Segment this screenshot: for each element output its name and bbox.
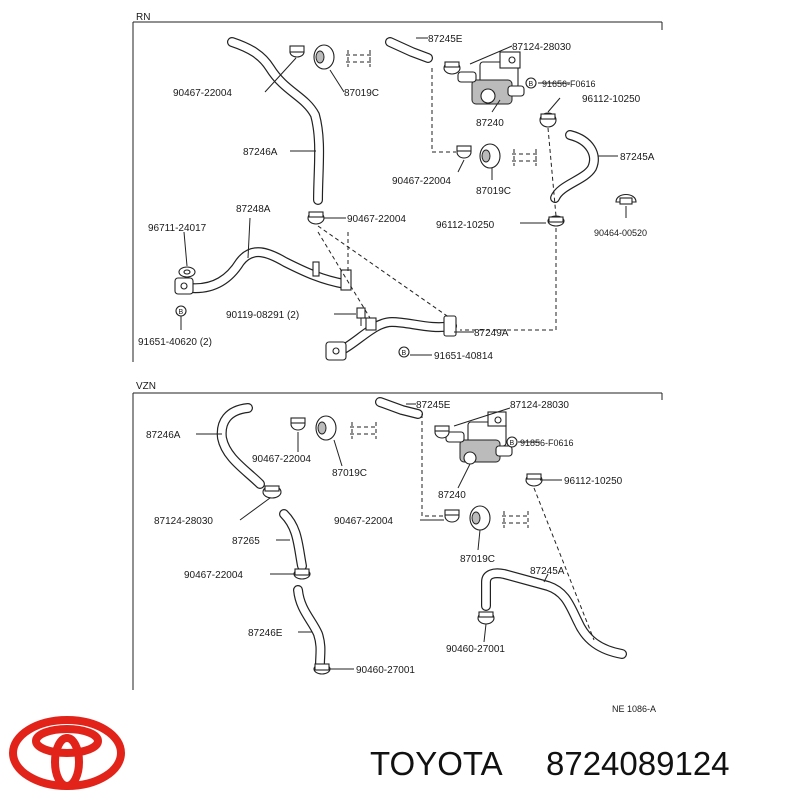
section-label-rn: RN [136, 12, 150, 23]
rn-label-90467-22004-c: 90467-22004 [347, 214, 406, 225]
vzn-label-87245e: 87245E [416, 400, 451, 411]
rn-label-87019c-a: 87019C [344, 88, 379, 99]
vzn-label-96112-10250: 96112-10250 [564, 476, 623, 487]
rn-label-90464-00520: 90464-00520 [594, 228, 647, 238]
rn-clamp-96112-a [539, 112, 557, 128]
rn-grommet-87019c-a [313, 44, 372, 70]
rn-label-87245e: 87245E [428, 34, 463, 45]
rn-pipe-87248a [174, 247, 352, 295]
vzn-label-87240: 87240 [438, 490, 466, 501]
part-number: 8724089124 [546, 745, 730, 782]
rn-bolt-90119 [356, 307, 366, 326]
rn-bolt-91651-a: B [175, 305, 187, 330]
vzn-hose-87245a [481, 568, 627, 659]
vzn-label-87124-28030-a: 87124-28030 [510, 400, 569, 411]
brand-name: TOYOTA [370, 745, 503, 782]
vzn-label-87246a: 87246A [146, 430, 181, 441]
vzn-label-87246e: 87246E [248, 628, 283, 639]
rn-valve-87240 [457, 51, 525, 105]
rn-clamp-90467-a [289, 45, 305, 58]
rn-label-96711-24017: 96711-24017 [148, 223, 207, 234]
vzn-label-87245a: 87245A [530, 566, 565, 577]
vzn-label-90460-27001-a: 90460-27001 [446, 644, 505, 655]
rn-label-96112-10250-b: 96112-10250 [436, 220, 495, 231]
vzn-labels: 87245E 87124-28030 87246A 91856-F0616 90… [146, 400, 623, 676]
vzn-clamp-87124-a [434, 425, 450, 439]
vzn-clamp-87124-b [262, 485, 282, 499]
vzn-bolt-91856: B [506, 436, 518, 448]
svg-text:B: B [510, 440, 515, 447]
rn-grommet-87019c-b [479, 143, 538, 169]
rn-label-90467-22004-a: 90467-22004 [173, 88, 232, 99]
vzn-clamp-90467-b [444, 509, 460, 523]
rn-hose-87245a [550, 130, 599, 203]
vzn-label-87265: 87265 [232, 536, 260, 547]
rn-label-90119-08291: 90119-08291 (2) [226, 310, 299, 321]
section-frame-vzn: VZN [132, 381, 663, 690]
svg-text:B: B [402, 350, 407, 357]
section-frame-rn: RN [132, 12, 663, 362]
vzn-hose-87265 [279, 509, 307, 571]
vzn-label-87124-28030-b: 87124-28030 [154, 516, 213, 527]
svg-text:B: B [179, 309, 184, 316]
vzn-hose-87246a [216, 403, 265, 489]
rn-label-87019c-b: 87019C [476, 186, 511, 197]
vzn-label-87019c-a: 87019C [332, 468, 367, 479]
vzn-clamp-90467-c [293, 568, 311, 580]
rn-label-96112-10250-a: 96112-10250 [582, 94, 641, 105]
vzn-leaders [196, 403, 595, 670]
vzn-grommet-87019c-b [469, 505, 530, 531]
rn-clamp-96112-b [547, 215, 565, 227]
vzn-clamp-90467-a [290, 417, 306, 431]
drawing-reference: NE 1086-A [612, 704, 656, 714]
rn-label-87248a: 87248A [236, 204, 271, 215]
vzn-clamp-90460-b [313, 663, 331, 675]
rn-clamp-87124 [443, 61, 461, 75]
vzn-clamp-96112 [525, 473, 543, 487]
rn-hose-87246a [227, 37, 325, 205]
rn-clamp-90467-b [456, 145, 472, 159]
rn-leaders [183, 37, 627, 356]
rn-labels: 87245E 87124-28030 90467-22004 87019C 91… [138, 34, 655, 362]
rn-pipe-87249a [325, 315, 457, 361]
rn-hose-87245e [385, 37, 433, 63]
rn-bolt-91656: B [525, 77, 537, 89]
section-label-vzn: VZN [136, 381, 156, 392]
rn-bracket-tab [312, 261, 320, 277]
vzn-valve-87240 [445, 411, 513, 465]
vzn-label-90467-22004-b: 90467-22004 [334, 516, 393, 527]
vzn-label-87019c-b: 87019C [460, 554, 495, 565]
vzn-label-91856-f0616: 91856-F0616 [520, 438, 574, 448]
svg-text:B: B [529, 81, 534, 88]
rn-pipe-end-right [340, 269, 352, 291]
vzn-label-90467-22004-c: 90467-22004 [184, 570, 243, 581]
rn-label-91656-f0616: 91656-F0616 [542, 79, 596, 89]
rn-label-87249a: 87249A [474, 328, 509, 339]
vzn-hose-87246e [293, 585, 326, 669]
rn-clamp-90467-c [307, 211, 325, 225]
rn-label-91651-40620: 91651-40620 (2) [138, 337, 212, 348]
rn-bolt-91651-b: B [398, 346, 410, 358]
rn-label-90467-22004-b: 90467-22004 [392, 176, 451, 187]
toyota-logo-icon [9, 716, 125, 790]
rn-label-87240: 87240 [476, 118, 504, 129]
rn-label-91651-40814: 91651-40814 [434, 351, 493, 362]
vzn-hose-87245e [375, 397, 423, 419]
rn-clamp-90464 [615, 193, 637, 205]
rn-label-87124-28030: 87124-28030 [512, 42, 571, 53]
rn-label-87246a: 87246A [243, 147, 278, 158]
vzn-clamp-90460-a [477, 611, 495, 625]
vzn-label-90467-22004-a: 90467-22004 [252, 454, 311, 465]
vzn-label-90460-27001-b: 90460-27001 [356, 665, 415, 676]
rn-gasket-96711 [178, 266, 196, 278]
rn-label-87245a: 87245A [620, 152, 655, 163]
vzn-grommet-87019c-a [315, 415, 378, 441]
